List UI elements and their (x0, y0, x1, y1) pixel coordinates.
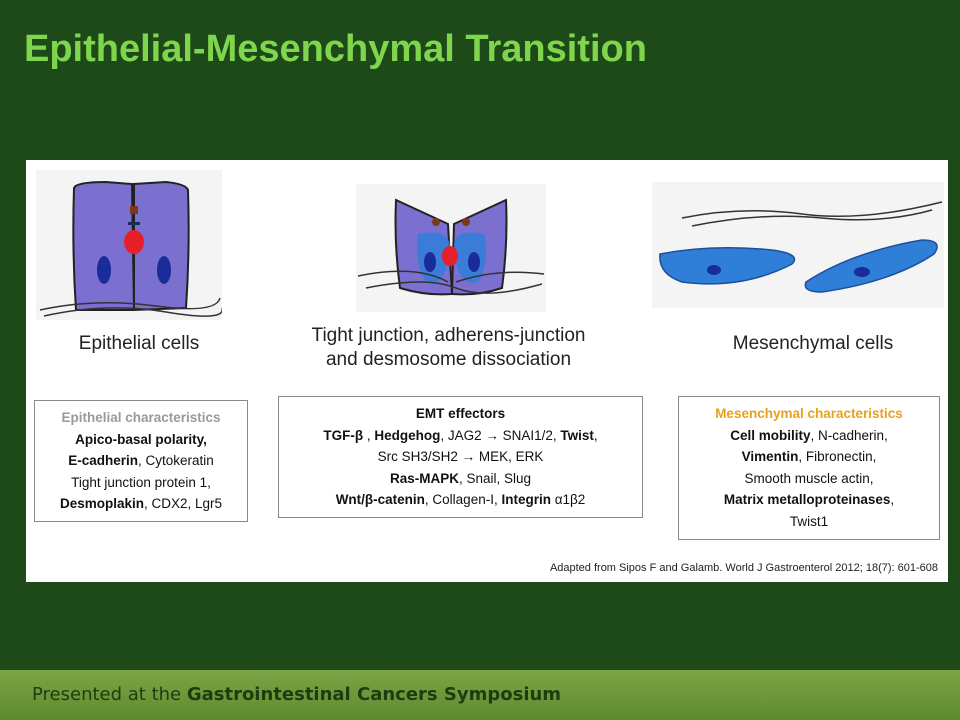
nucleus (97, 256, 111, 284)
transition-caption: Tight junction, adherens-junction and de… (271, 324, 626, 372)
emt-box-header: EMT effectors (415, 406, 506, 421)
transition-illustration (356, 184, 546, 312)
emt-item: Hedgehog (374, 427, 441, 443)
footer-prefix: Presented at the (32, 684, 187, 705)
epithelial-characteristics-box: Epithelial characteristics Apico-basal p… (34, 400, 248, 522)
mesenchymal-item-rest: , (890, 492, 895, 507)
emt-item: Wnt/β-catenin (335, 492, 425, 507)
epithelial-item: E-cadherin (68, 453, 138, 468)
mesenchymal-box-header: Mesenchymal characteristics (715, 406, 903, 421)
mesenchymal-item-rest: , N-cadherin, (810, 427, 888, 443)
adherens-junction (124, 230, 144, 254)
epithelial-item: Apico-basal polarity, (75, 431, 207, 447)
mesenchymal-item-rest: , Fibronectin, (798, 449, 877, 464)
mesenchymal-item: Twist1 (789, 513, 829, 529)
emt-item-rest: , (363, 427, 375, 443)
transition-caption-line2: and desmosome dissociation (325, 349, 572, 370)
mesenchymal-cells-illustration (652, 182, 944, 308)
slide-title: Epithelial-Mesenchymal Transition (24, 28, 647, 70)
mesenchymal-item: Smooth muscle actin, (744, 470, 874, 486)
emt-item: Src SH3/SH2 → MEK, ERK (377, 449, 544, 464)
emt-item-rest: , (593, 427, 598, 443)
emt-item-rest: , JAG2 → SNAI1/2, (440, 427, 561, 443)
epithelial-item: Tight junction protein 1, (71, 474, 211, 490)
emt-item: TGF-β (323, 427, 364, 443)
mesenchymal-characteristics-box: Mesenchymal characteristics Cell mobilit… (678, 396, 940, 540)
mesenchymal-item: Cell mobility (730, 427, 811, 443)
transition-caption-line1: Tight junction, adherens-junction (311, 325, 586, 346)
epithelial-box-header: Epithelial characteristics (61, 410, 221, 425)
footer-text: Presented at the Gastrointestinal Cancer… (32, 684, 561, 705)
footer-banner: Presented at the Gastrointestinal Cancer… (0, 670, 960, 720)
mesenchymal-caption: Mesenchymal cells (732, 333, 894, 354)
epithelial-item: Desmoplakin (59, 496, 144, 511)
emt-diagram-panel: Epithelial cells Tight junction, adheren… (26, 160, 948, 582)
epithelial-caption: Epithelial cells (78, 333, 200, 354)
epithelial-item-rest: , Cytokeratin (138, 453, 214, 468)
mesenchymal-item: Vimentin (741, 449, 799, 464)
emt-item-rest: , Snail, Slug (458, 470, 532, 486)
emt-item-rest: α1β2 (550, 492, 586, 507)
tight-junction-dot (130, 206, 138, 214)
mesenchymal-item: Matrix metalloproteinases (723, 492, 891, 507)
footer-event-name: Gastrointestinal Cancers Symposium (186, 684, 562, 705)
emt-item: Ras-MAPK (389, 470, 459, 486)
citation: Adapted from Sipos F and Galamb. World J… (549, 562, 938, 574)
nucleus (157, 256, 171, 284)
emt-effectors-box: EMT effectors TGF-β , Hedgehog, JAG2 → S… (278, 396, 643, 518)
emt-item: Twist (560, 427, 594, 443)
epithelial-item-rest: , CDX2, Lgr5 (143, 496, 223, 511)
emt-item: Integrin (501, 492, 551, 507)
epithelial-cells-illustration (36, 170, 222, 320)
emt-item-rest: , Collagen-I, (424, 492, 502, 507)
